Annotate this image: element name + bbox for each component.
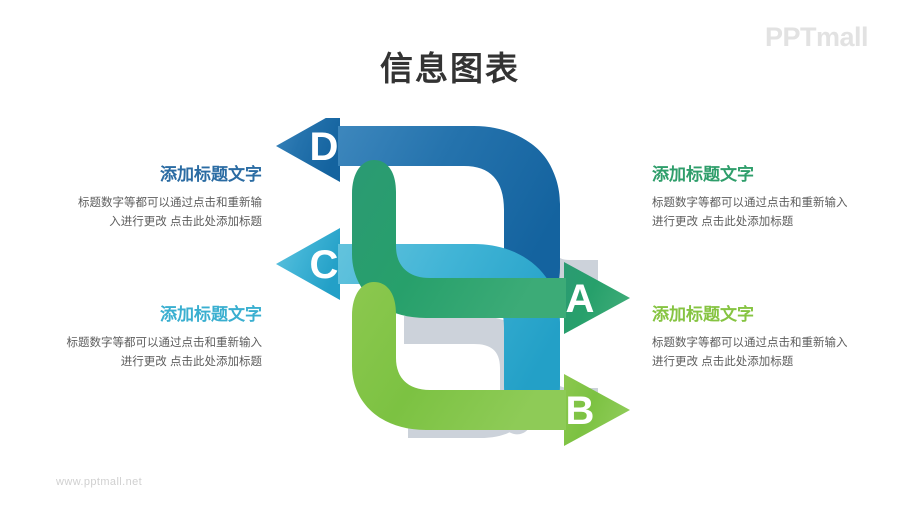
callout-d-body-line1: 标题数字等都可以通过点击和重新输 — [78, 196, 262, 209]
callout-c-heading: 添加标题文字 — [160, 305, 262, 324]
callout-a-body-line2: 进行更改 点击此处添加标题 — [652, 215, 794, 228]
callout-d[interactable]: 添加标题文字 标题数字等都可以通过点击和重新输 入进行更改 点击此处添加标题 — [12, 165, 262, 232]
callout-c-body: 标题数字等都可以通过点击和重新输入 进行更改 点击此处添加标题 — [12, 334, 263, 372]
arrow-a-head — [564, 262, 630, 334]
pptmall-logo: PPTmall — [764, 22, 869, 52]
callout-b[interactable]: 添加标题文字 标题数字等都可以通过点击和重新输入 进行更改 点击此处添加标题 — [652, 305, 900, 372]
arrow-d-head — [276, 118, 340, 182]
callout-a-body-line1: 标题数字等都可以通过点击和重新输入 — [652, 196, 848, 209]
callout-b-body-line1: 标题数字等都可以通过点击和重新输入 — [652, 336, 848, 349]
callout-d-body: 标题数字等都可以通过点击和重新输 入进行更改 点击此处添加标题 — [12, 194, 262, 232]
arrow-c-letter: C — [310, 243, 339, 287]
callout-a[interactable]: 添加标题文字 标题数字等都可以通过点击和重新输入 进行更改 点击此处添加标题 — [652, 165, 900, 232]
callout-b-body-line2: 进行更改 点击此处添加标题 — [652, 355, 794, 368]
arrow-b[interactable]: B — [352, 282, 630, 446]
arrow-c-head — [276, 228, 340, 300]
callout-d-heading: 添加标题文字 — [160, 165, 262, 184]
callout-d-body-line2: 入进行更改 点击此处添加标题 — [109, 215, 262, 228]
callout-b-heading: 添加标题文字 — [652, 305, 754, 324]
arrow-b-body — [352, 282, 566, 430]
arrow-a[interactable]: A — [352, 160, 630, 334]
callout-a-heading: 添加标题文字 — [652, 165, 754, 184]
arrow-b-head — [564, 374, 630, 446]
callout-a-body: 标题数字等都可以通过点击和重新输入 进行更改 点击此处添加标题 — [652, 194, 900, 232]
callout-c-body-line2: 进行更改 点击此处添加标题 — [120, 355, 262, 368]
callout-b-body: 标题数字等都可以通过点击和重新输入 进行更改 点击此处添加标题 — [652, 334, 900, 372]
infographic-diagram: D C A B — [268, 118, 668, 463]
footer-url: www.pptmall.net — [56, 476, 143, 488]
arrow-a-body — [352, 160, 566, 318]
callout-c-body-line1: 标题数字等都可以通过点击和重新输入 — [66, 336, 263, 349]
callout-c[interactable]: 添加标题文字 标题数字等都可以通过点击和重新输入 进行更改 点击此处添加标题 — [12, 305, 263, 372]
page-title: 信息图表 — [380, 50, 520, 87]
arrow-b-letter: B — [566, 389, 595, 433]
arrow-d-letter: D — [310, 125, 339, 169]
arrow-a-letter: A — [566, 277, 595, 321]
